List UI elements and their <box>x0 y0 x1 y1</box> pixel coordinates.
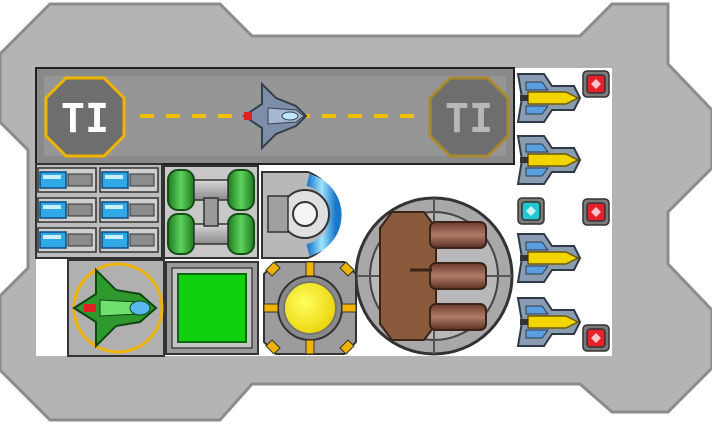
reactor-core[interactable] <box>263 261 357 355</box>
landing-pad-right[interactable]: TI <box>428 76 510 158</box>
fuel-tanks[interactable] <box>163 165 259 259</box>
fuel-tank-icon <box>163 165 259 259</box>
docked-fighter-ship[interactable] <box>242 81 308 151</box>
battery-cells-icon <box>99 227 159 253</box>
red-socket-2[interactable] <box>582 198 610 226</box>
turret-icon <box>516 73 582 123</box>
red-socket-1[interactable] <box>582 70 610 98</box>
landing-pad-left[interactable]: TI <box>44 76 126 158</box>
shield-generator[interactable] <box>261 171 342 259</box>
yellow-turret-3[interactable] <box>516 233 582 283</box>
turret-icon <box>516 297 582 347</box>
red-socket-3[interactable] <box>582 324 610 352</box>
battery-cells-icon <box>99 167 159 193</box>
shield-generator-icon <box>261 171 342 259</box>
hatch-icon <box>165 261 259 355</box>
fighter-ship-icon <box>242 81 308 151</box>
landing-pad-left-glyph: TI <box>61 96 109 142</box>
cyan-socket-1[interactable] <box>517 197 545 225</box>
battery-cells-icon <box>99 197 159 223</box>
yellow-turret-2[interactable] <box>516 135 582 185</box>
battery-cells-icon <box>37 227 97 253</box>
battery-cells-icon <box>37 167 97 193</box>
reactor-core-icon <box>263 261 357 355</box>
yellow-turret-1[interactable] <box>516 73 582 123</box>
fighter-ship-icon <box>72 267 158 349</box>
green-hatch[interactable] <box>165 261 259 355</box>
yellow-turret-4[interactable] <box>516 297 582 347</box>
engine-cylinders-icon <box>354 196 514 356</box>
battery-cells-icon <box>37 197 97 223</box>
battery-bank[interactable] <box>35 163 163 259</box>
turret-icon <box>516 135 582 185</box>
green-fighter[interactable] <box>67 259 165 357</box>
engine-block[interactable] <box>354 196 514 356</box>
turret-icon <box>516 233 582 283</box>
landing-pad-right-glyph: TI <box>445 96 493 142</box>
